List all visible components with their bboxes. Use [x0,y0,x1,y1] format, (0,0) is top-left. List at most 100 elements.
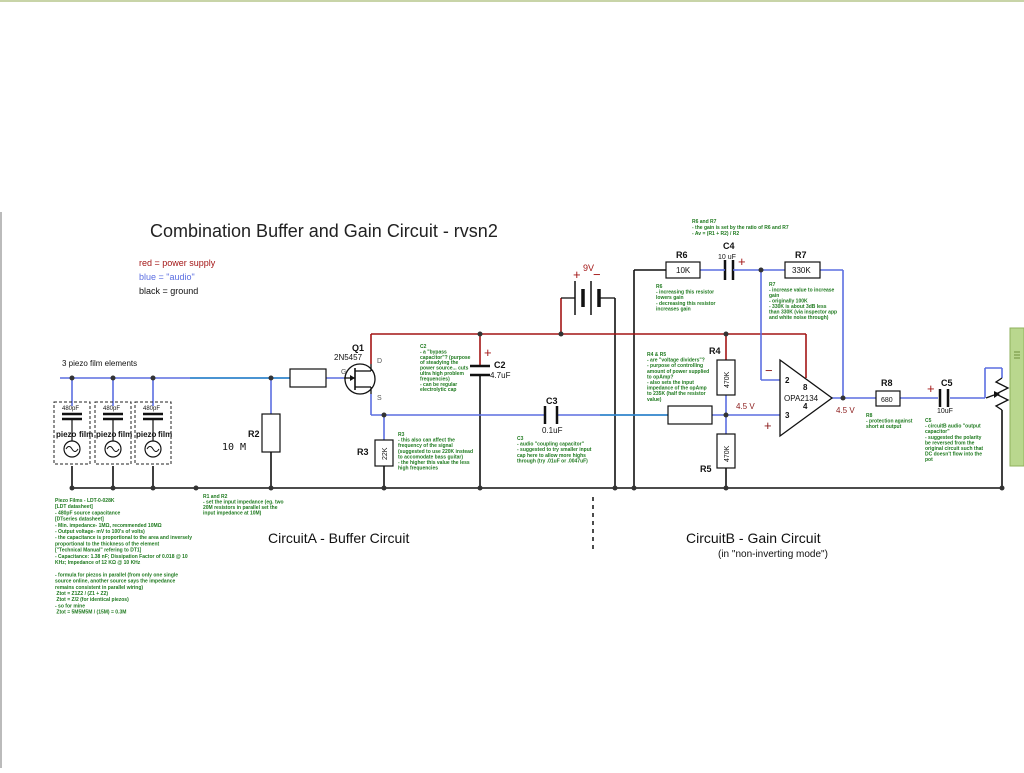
note-line: short at output [866,424,902,430]
note-line: than 330K (via inspector app [769,310,837,316]
r4r5-notes: R4 & R5- are "voltage dividers"?- purpos… [647,352,709,403]
note-line: - set the input impedance (eg. two [203,500,284,506]
q1-jfet-symbol [344,363,376,395]
note-line: ["Technical Manual" refering to DT1] [55,548,142,554]
opamp-pin3: 3 [785,411,790,420]
note-line: - also sets the input [647,380,694,386]
r8-value: 680 [881,397,893,404]
r6-label: R6 [676,250,688,260]
svg-text:piezo: piezo [96,430,117,439]
c3-value: 0.1uF [542,426,563,435]
note-line: Ztot = Z1Z2 / (Z1 + Z2) [55,591,108,597]
note-line: - decreasing this resistor [656,301,716,307]
note-line: - so for mine [55,603,85,609]
note-line: R1 and R2 [203,494,228,500]
r6-resistor [665,261,701,279]
piezo-element: 480pF piezo film [94,401,132,465]
power-rail [370,298,807,378]
note-line: source online, another source says the i… [55,579,176,585]
section-b-title: CircuitB - Gain Circuit [686,530,821,546]
svg-text:film: film [118,430,132,439]
note-line: - Capacitance: 1.38 nF; Dissipation Fact… [55,554,188,560]
bias-voltage-right: 4.5 V [836,406,855,415]
note-line: to 235K (half the resistor [647,391,706,397]
note-line: DC doesn't flow into the [925,452,982,458]
r3-resistor [374,439,394,467]
piezo-heading: 3 piezo film elements [62,359,137,368]
note-line: - increase value to increase [769,288,835,294]
note-line: R6 [656,284,663,290]
note-line: electrolytic cap [420,387,456,393]
q1-gate-label: G [341,369,346,376]
note-line: - suggested to try smaller input [517,447,592,453]
note-line: R4 & R5 [647,352,666,358]
c2-capacitor [470,364,490,386]
svg-text:480pF: 480pF [103,406,120,412]
note-line: to opAmp? [647,374,673,380]
section-b-subtitle: (in "non-inverting mode") [718,549,828,560]
r1-resistor [289,368,327,388]
opamp-pin8: 8 [803,383,808,392]
svg-text:piezo: piezo [136,430,157,439]
note-line: cap here to allow more highs [517,453,586,459]
note-line: original circuit such that [925,446,983,452]
q1-source-label: S [377,395,382,402]
junction-dots [69,267,1005,491]
note-line: frequencies) [420,376,450,382]
note-line: C3 [517,436,524,442]
r4-resistor [716,359,736,396]
ground-rail [71,269,1003,489]
r6-value: 10K [676,266,691,275]
note-line: pot [925,457,933,463]
c5-label: C5 [941,378,953,388]
q1-part: 2N5457 [334,353,363,362]
note-line: - the higher this value the less [398,460,470,466]
note-line: R3 [398,432,405,438]
note-line: [LDT datasheet] [55,504,93,510]
note-line: R7 [769,282,776,288]
svg-text:piezo: piezo [56,430,77,439]
r1r2-notes: R1 and R2- set the input impedance (eg. … [203,494,284,517]
note-line: - circuitB audio "output [925,424,981,430]
note-line: - Output voltage- mV to 100's of volts) [55,529,145,535]
scrollbar-thumb[interactable] [1009,327,1024,467]
note-line: R6 and R7 [692,219,717,225]
note-line: power source... cuts [420,366,469,372]
note-line: - the gain is set by the ratio of R6 and… [692,225,789,231]
audio-signal-path [60,269,1003,440]
note-line: C2 [420,344,427,350]
note-line: input impedance at 10M) [203,511,262,517]
note-line: - can be regular [420,382,457,388]
note-line: - a "bypass [420,349,447,355]
note-line: ultra high problem [420,371,464,377]
note-line: - 480pF source capacitance [55,510,121,516]
diagram-title: Combination Buffer and Gain Circuit - rv… [150,221,498,241]
opamp-pin4: 4 [803,402,808,411]
opamp-input-resistor [667,405,713,425]
piezo-element: 480pF piezo film [134,401,172,465]
svg-text:film: film [79,430,93,439]
note-line: to accomodate bass guitar) [398,454,463,460]
opamp-minus: − [765,363,773,378]
note-line: [DTseries datasheet] [55,517,104,523]
svg-text:480pF: 480pF [62,406,79,412]
note-line: - originally 100K [769,299,808,305]
note-line: of steadying the [420,360,459,366]
svg-text:480pF: 480pF [143,406,160,412]
note-line: through (try .01uF or .0047uF) [517,458,588,464]
r6r7-notes: R6 and R7- the gain is set by the ratio … [692,219,789,237]
note-line: - protection against [866,419,913,425]
legend-power: red = power supply [139,258,216,268]
r3-label: R3 [357,447,369,457]
r4-label: R4 [709,346,721,356]
r2-label: R2 [248,429,260,439]
note-line: - suggested the polarity [925,435,982,441]
note-line: proportional to the thickness of the ele… [55,541,160,547]
c5-value: 10uF [937,408,953,415]
note-line: amount of power supplied [647,369,709,375]
